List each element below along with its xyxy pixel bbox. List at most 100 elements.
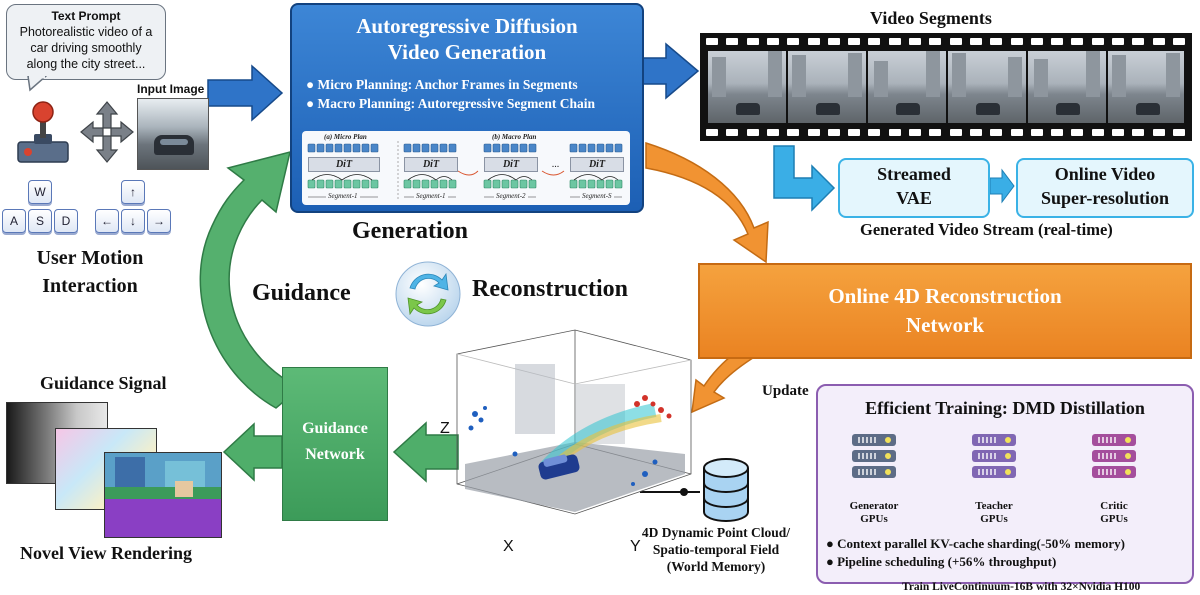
key-up[interactable]: ↑ bbox=[121, 180, 145, 204]
film-sprocket-hole bbox=[827, 129, 840, 136]
generated-stream-label: Generated Video Stream (real-time) bbox=[860, 220, 1113, 239]
guidance-to-rendering-arrow bbox=[222, 422, 283, 482]
key-down[interactable]: ↓ bbox=[121, 209, 145, 233]
y-axis-label: Y bbox=[630, 538, 641, 555]
recon-box-line1: Online 4D Reconstruction bbox=[828, 284, 1062, 308]
video-frame-6 bbox=[1108, 51, 1184, 123]
film-sprocket-hole bbox=[1112, 38, 1124, 45]
segment-s-label: Segment-S bbox=[580, 192, 614, 200]
teacher-line1: Teacher bbox=[975, 500, 1013, 512]
film-sprocket-hole bbox=[706, 129, 718, 136]
training-title: Efficient Training: DMD Distillation bbox=[865, 398, 1145, 418]
key-left[interactable]: ← bbox=[95, 209, 119, 233]
planning-diagram-graphic bbox=[307, 141, 623, 201]
kv-cache-bullet: ● Context parallel KV-cache sharding(-50… bbox=[826, 536, 1125, 551]
critic-gpu-icon bbox=[1092, 434, 1136, 482]
film-sprocket-hole bbox=[766, 129, 779, 136]
macro-plan-label: (b) Macro Plan bbox=[492, 133, 537, 141]
key-w[interactable]: W bbox=[28, 180, 52, 204]
point-cloud-label: 4D Dynamic Point Cloud/ Spatio-temporal … bbox=[638, 524, 794, 575]
macro-planning-text: Macro Planning: Autoregressive Segment C… bbox=[317, 96, 596, 111]
text-prompt-bubble: Text Prompt Photorealistic video of a ca… bbox=[6, 4, 166, 80]
micro-planning-bullet: ● Micro Planning: Anchor Frames in Segme… bbox=[306, 77, 578, 92]
dit-block-micro: DiT bbox=[308, 157, 380, 172]
film-sprocket-hole bbox=[1132, 38, 1145, 45]
film-sprocket-hole bbox=[909, 129, 921, 136]
key-d[interactable]: D bbox=[54, 209, 78, 233]
gen-to-recon-arrow bbox=[645, 141, 769, 264]
online-super-resolution-box: Online Video Super-resolution bbox=[1016, 158, 1194, 218]
user-motion-label: User Motion Interaction bbox=[10, 244, 170, 300]
film-sprocket-hole bbox=[1091, 129, 1104, 136]
segments-arrow bbox=[641, 42, 700, 100]
macro-planning-bullet: ● Macro Planning: Autoregressive Segment… bbox=[306, 96, 596, 111]
film-sprocket-hole bbox=[929, 38, 942, 45]
film-sprocket-hole bbox=[929, 129, 942, 136]
novel-view-rendering-label: Novel View Rendering bbox=[20, 543, 192, 563]
film-sprocket-hole bbox=[888, 129, 901, 136]
micro-plan-label: (a) Micro Plan bbox=[324, 133, 367, 141]
film-sprocket-hole bbox=[1030, 38, 1043, 45]
text-prompt-content: Photorealistic video of a car driving sm… bbox=[19, 25, 153, 71]
video-frame-5 bbox=[1028, 51, 1106, 123]
point-cloud-line3: (World Memory) bbox=[666, 559, 766, 574]
pipeline-bullet: ● Pipeline scheduling (+56% throughput) bbox=[826, 554, 1057, 569]
database-icon bbox=[703, 458, 749, 522]
film-sprocket-hole bbox=[949, 129, 962, 136]
film-sprocket-hole bbox=[1051, 38, 1064, 45]
vae-to-sr-arrow bbox=[989, 168, 1015, 204]
input-arrow bbox=[207, 64, 284, 122]
refresh-cycle-icon bbox=[395, 261, 461, 327]
segment-1-label-micro: Segment-1 bbox=[326, 192, 360, 200]
film-sprocket-hole bbox=[1172, 129, 1185, 136]
dit-block-macro-2: DiT bbox=[484, 157, 538, 172]
dpad-arrows-icon bbox=[80, 101, 134, 163]
segment-2-label: Segment-2 bbox=[494, 192, 528, 200]
guidance-signal-label: Guidance Signal bbox=[40, 373, 167, 393]
joystick-icon bbox=[17, 101, 69, 163]
planning-diagram: (a) Micro Plan (b) Macro Plan bbox=[302, 131, 630, 205]
point-cloud-line2: Spatio-temporal Field bbox=[652, 542, 780, 557]
online-sr-line1: Online Video bbox=[1054, 164, 1156, 184]
film-sprocket-hole bbox=[969, 38, 982, 45]
video-frame-1 bbox=[708, 51, 786, 123]
streamed-vae-line1: Streamed bbox=[877, 164, 951, 184]
film-sprocket-hole bbox=[868, 129, 881, 136]
teacher-gpu-icon bbox=[972, 434, 1016, 482]
key-a[interactable]: A bbox=[2, 209, 26, 233]
bubble-tail-icon bbox=[27, 76, 48, 92]
film-sprocket-hole bbox=[990, 129, 1003, 136]
efficient-training-box: Efficient Training: DMD Distillation Gen… bbox=[816, 384, 1194, 584]
film-sprocket-hole bbox=[1051, 129, 1064, 136]
z-axis-label: Z bbox=[440, 420, 450, 437]
film-sprocket-hole bbox=[827, 38, 840, 45]
film-sprocket-hole bbox=[726, 38, 739, 45]
key-right[interactable]: → bbox=[147, 209, 171, 233]
film-sprocket-hole bbox=[1172, 38, 1185, 45]
film-sprocket-hole bbox=[766, 38, 779, 45]
point-cloud-visualization bbox=[456, 329, 692, 515]
film-sprocket-hole bbox=[888, 38, 901, 45]
film-sprocket-hole bbox=[1010, 129, 1023, 136]
guidance-network-line2: Network bbox=[305, 446, 365, 463]
film-sprocket-hole bbox=[746, 38, 759, 45]
critic-line2: GPUs bbox=[1100, 513, 1128, 525]
video-segments-label: Video Segments bbox=[870, 8, 992, 28]
critic-line1: Critic bbox=[1100, 500, 1128, 512]
generation-box-title-line2: Video Generation bbox=[387, 40, 547, 64]
recon-box-line2: Network bbox=[905, 313, 985, 337]
streamed-vae-box: Streamed VAE bbox=[838, 158, 990, 218]
film-sprocket-hole bbox=[990, 38, 1003, 45]
point-cloud-line1: 4D Dynamic Point Cloud/ bbox=[641, 525, 791, 540]
online-sr-line2: Super-resolution bbox=[1040, 188, 1169, 208]
key-s[interactable]: S bbox=[28, 209, 52, 233]
user-motion-line2: Interaction bbox=[42, 275, 138, 297]
cloud-to-guidance-arrow bbox=[392, 421, 459, 483]
film-to-vae-arrow bbox=[773, 145, 836, 212]
film-sprocket-hole bbox=[1071, 129, 1084, 136]
teacher-gpus-label: Teacher GPUs bbox=[954, 500, 1034, 526]
training-footer: Train LiveContinuum-16B with 32×Nvidia H… bbox=[902, 581, 1141, 593]
generator-line2: GPUs bbox=[860, 513, 888, 525]
film-sprocket-hole bbox=[807, 129, 820, 136]
